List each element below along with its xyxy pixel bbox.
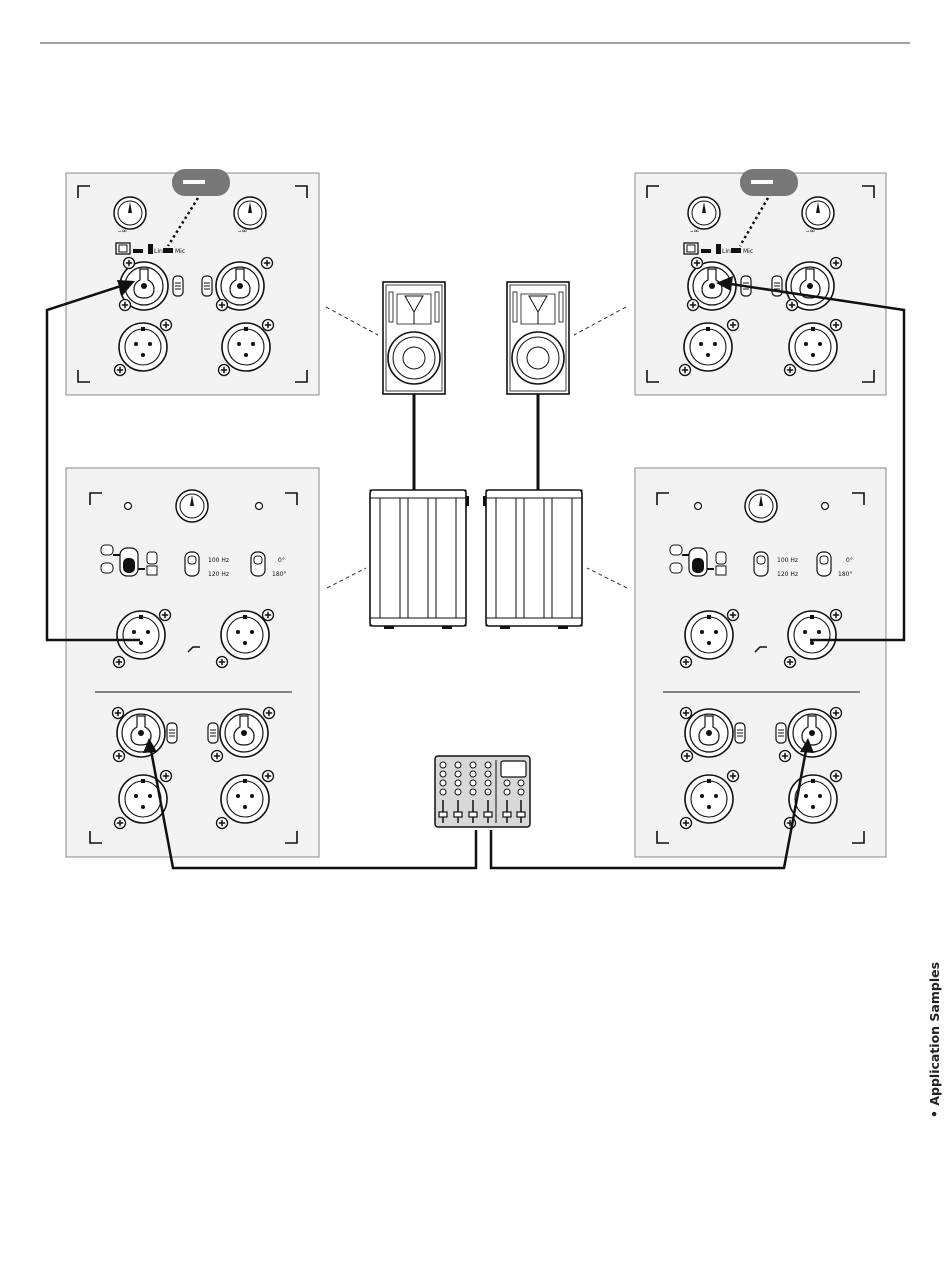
xlr-out-a <box>685 775 733 823</box>
svg-text:Mic: Mic <box>743 248 753 255</box>
combo-input-b <box>220 709 268 757</box>
phase-switch <box>251 552 265 576</box>
led-indicator <box>256 503 263 510</box>
led-pill <box>740 169 798 196</box>
mixer <box>435 756 530 827</box>
crossover-low-label: 120 Hz <box>208 571 229 578</box>
gain-knob-right <box>802 197 834 229</box>
svg-text:Mic: Mic <box>175 248 185 255</box>
full-range-speaker-left <box>383 282 445 394</box>
xlr-out-b <box>789 323 837 371</box>
combo-input-a <box>685 709 733 757</box>
subwoofer-left <box>370 490 469 629</box>
xlr-link-out <box>221 611 269 659</box>
xlr-out-a <box>119 323 167 371</box>
level-knob <box>745 490 777 522</box>
top-right-amp-panel: –∞ –∞ Line Mic <box>635 169 886 395</box>
led-indicator <box>695 503 702 510</box>
xlr-link-out <box>788 611 836 659</box>
crossover-low-label: 120 Hz <box>777 571 798 578</box>
crossover-high-label: 100 Hz <box>777 557 798 564</box>
xlr-link-in <box>117 611 165 659</box>
combo-input-a <box>117 709 165 757</box>
full-range-speaker-right <box>507 282 569 394</box>
phase-normal-label: 0° <box>278 557 285 564</box>
top-left-amp-panel: –∞ –∞ Line Mic <box>66 169 319 395</box>
crossover-switch <box>754 552 768 576</box>
led-pill <box>172 169 230 196</box>
gain-knob-left <box>688 197 720 229</box>
xlr-out-b <box>221 775 269 823</box>
min-label: –∞ <box>118 227 127 235</box>
xlr-out-b <box>222 323 270 371</box>
side-tab-label: • Application Samples <box>924 938 946 1118</box>
xlr-out-a <box>684 323 732 371</box>
bottom-left-sub-panel: 100 Hz 120 Hz 0° 180° <box>66 468 319 857</box>
level-knob <box>176 490 208 522</box>
phase-normal-label: 0° <box>846 557 853 564</box>
crossover-high-label: 100 Hz <box>208 557 229 564</box>
led-indicator <box>822 503 829 510</box>
xlr-link-in <box>685 611 733 659</box>
gain-knob-right <box>234 197 266 229</box>
phase-switch <box>817 552 831 576</box>
led-indicator <box>125 503 132 510</box>
min-label: –∞ <box>238 227 247 235</box>
subwoofer-right <box>483 490 582 629</box>
min-label: –∞ <box>690 227 699 235</box>
bottom-right-sub-panel: 100 Hz 120 Hz 0° 180° <box>635 468 886 857</box>
crossover-switch <box>185 552 199 576</box>
phase-inverted-label: 180° <box>272 571 286 578</box>
phase-inverted-label: 180° <box>838 571 852 578</box>
gain-knob-left <box>114 197 146 229</box>
min-label: –∞ <box>806 227 815 235</box>
